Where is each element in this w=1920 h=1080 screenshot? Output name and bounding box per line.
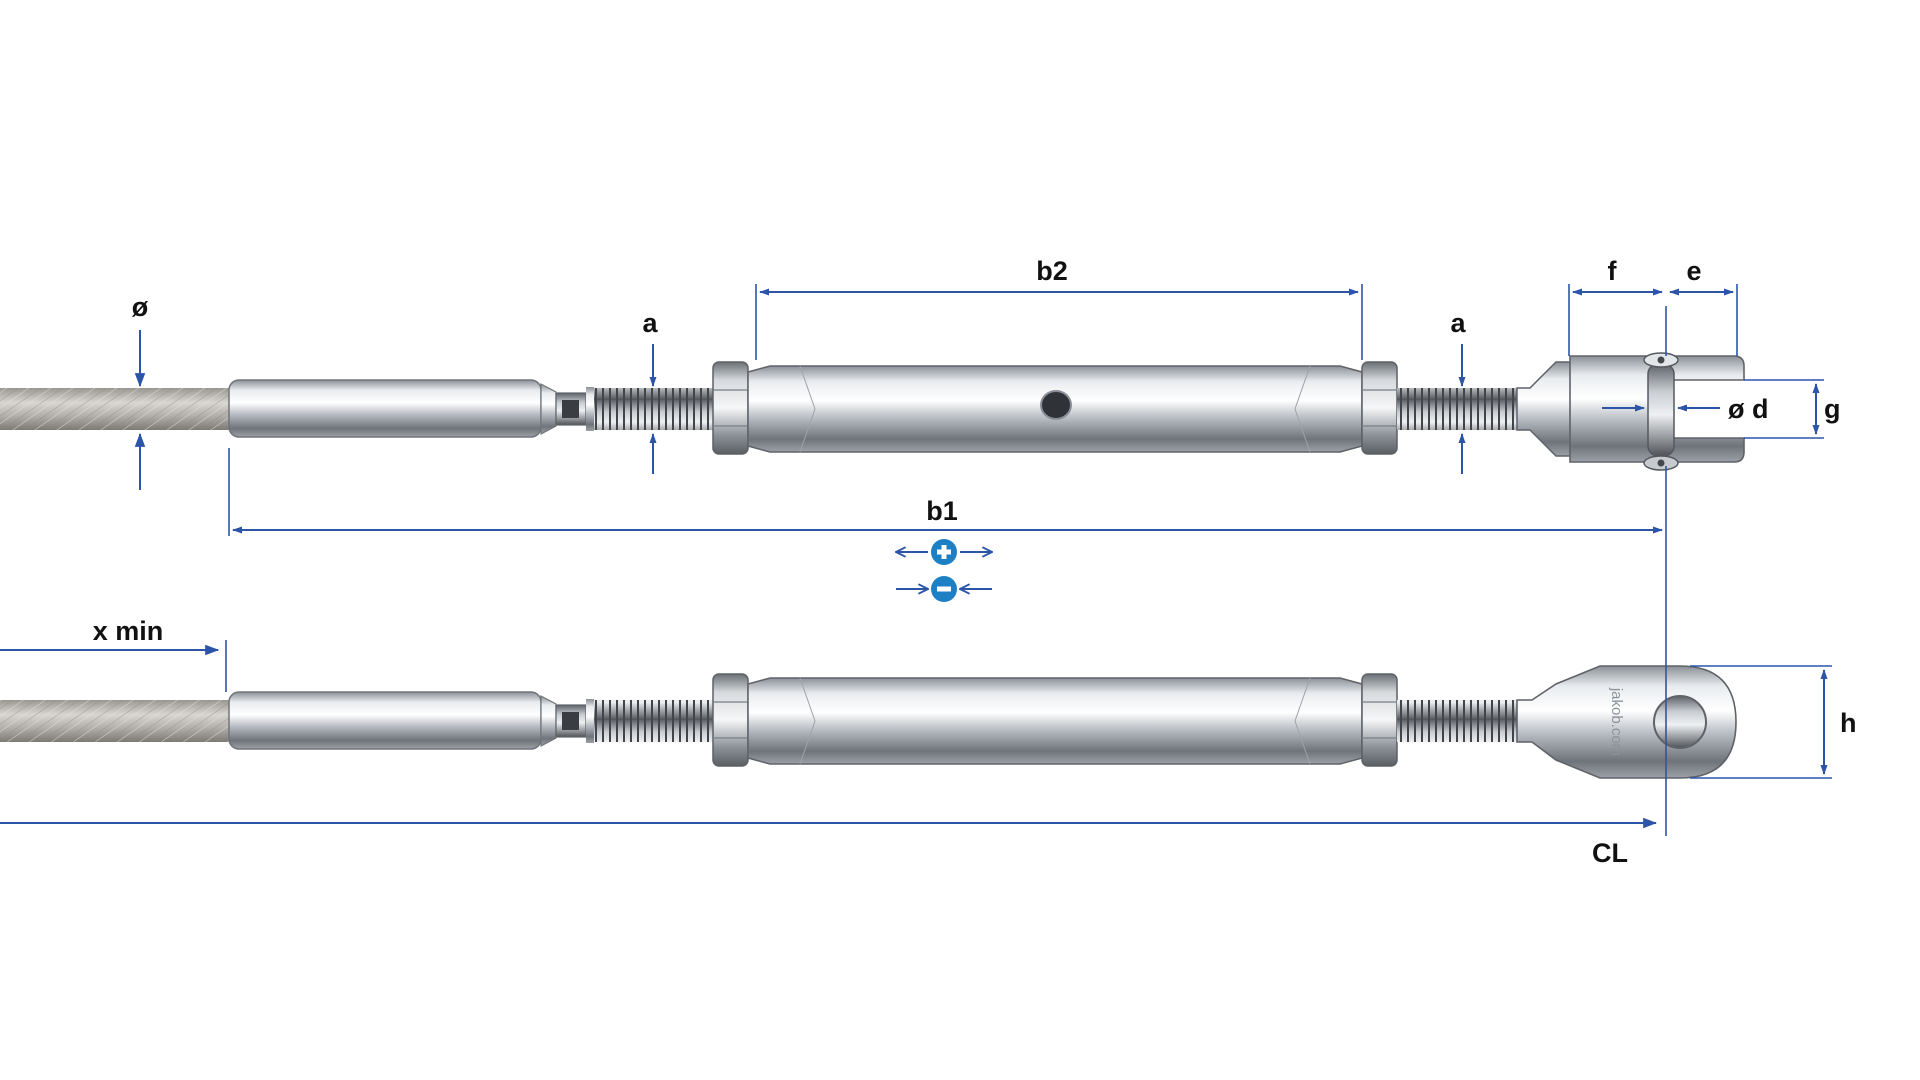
thread-left-top [594, 388, 714, 430]
label-e: e [1686, 256, 1701, 286]
lock-nut-right-bottom [1361, 673, 1398, 767]
retract-indicator [896, 576, 992, 602]
label-f: f [1608, 256, 1618, 286]
inspection-hole [1040, 390, 1072, 420]
plus-circle-icon [931, 539, 957, 565]
extend-indicator [896, 539, 992, 565]
lock-nut-left-top [712, 361, 749, 455]
swage-terminal-bottom [228, 691, 594, 750]
label-h: h [1840, 708, 1857, 738]
label-a-right: a [1450, 308, 1466, 338]
minus-circle-icon [931, 576, 957, 602]
dimension-labels: ø a a b2 b1 f e ø d g x min h CL [93, 256, 1857, 868]
turnbuckle-eye-assembly: jakob.com [0, 665, 1737, 779]
swage-terminal-top [228, 379, 594, 438]
label-pin-diameter: ø d [1728, 394, 1769, 424]
adjustment-legend [896, 539, 992, 602]
thread-right-top [1397, 388, 1517, 430]
lock-nut-left-bottom [712, 673, 749, 767]
label-b1: b1 [926, 496, 958, 526]
wire-rope-top [0, 388, 236, 430]
lock-nut-right-top [1361, 361, 1398, 455]
label-b2: b2 [1036, 256, 1068, 286]
eye-hole [1653, 695, 1707, 749]
watermark: jakob.com [1608, 687, 1625, 756]
thread-left-bottom [594, 700, 714, 742]
turnbuckle-fork-assembly [0, 352, 1745, 471]
turnbuckle-body-top [747, 365, 1363, 453]
fork-pin [1647, 363, 1675, 457]
label-cable-diameter: ø [132, 292, 149, 322]
label-g: g [1824, 394, 1841, 424]
dimension-lines [0, 284, 1832, 836]
eye-terminal: jakob.com [1516, 665, 1737, 779]
fork-terminal [1516, 352, 1745, 471]
label-x-min: x min [93, 616, 164, 646]
label-a-left: a [642, 308, 658, 338]
turnbuckle-body-bottom [747, 677, 1363, 765]
label-centerline: CL [1592, 838, 1628, 868]
thread-right-bottom [1397, 700, 1517, 742]
wire-rope-bottom [0, 700, 236, 742]
